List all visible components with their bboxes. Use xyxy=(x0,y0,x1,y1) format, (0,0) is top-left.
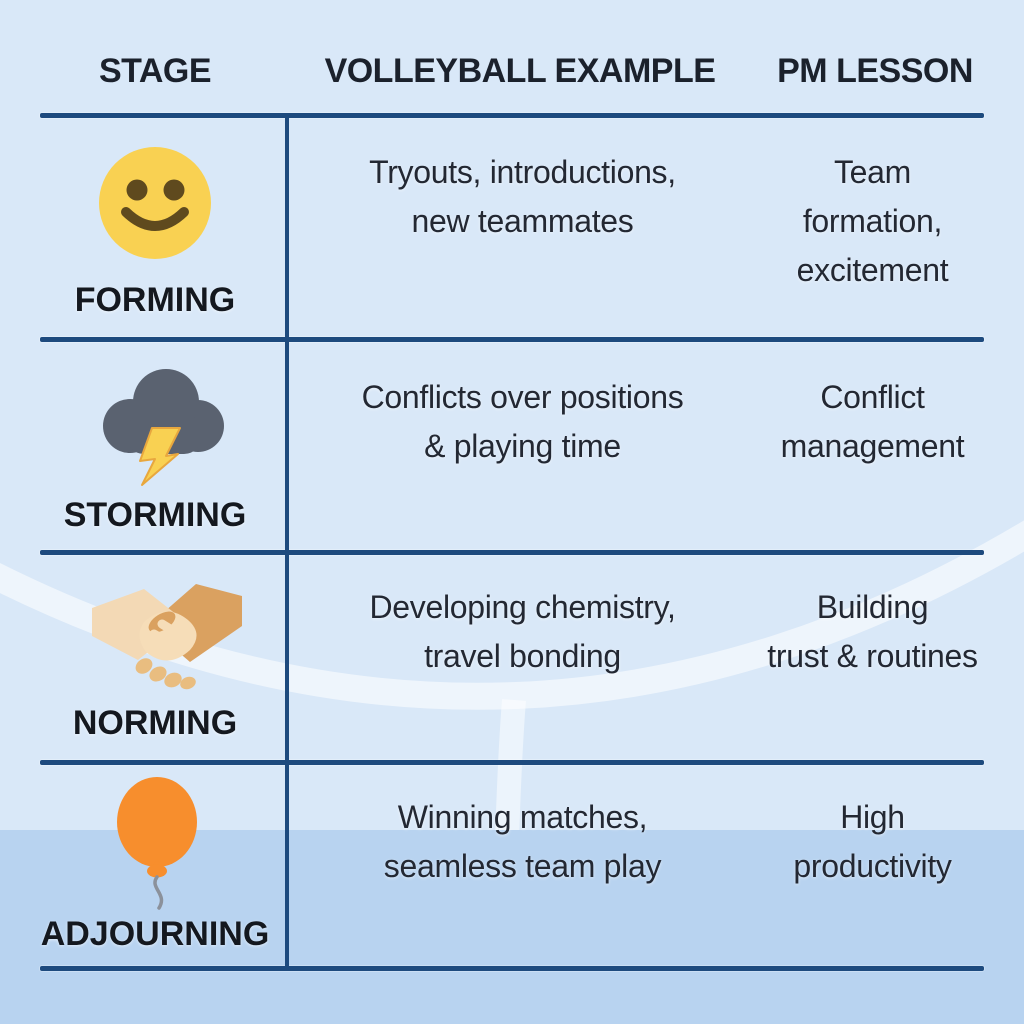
example-cell-forming: Tryouts, introductions, new teammates xyxy=(295,148,750,246)
lesson-line: Building xyxy=(816,589,929,625)
stage-label-norming: NORMING xyxy=(72,704,238,742)
balloon-icon xyxy=(117,777,197,910)
lesson-cell-norming: Building trust & routines xyxy=(735,583,1010,681)
example-line: Tryouts, introductions, xyxy=(369,154,676,190)
bottom-divider-line xyxy=(40,966,984,971)
lesson-line: management xyxy=(780,428,965,464)
lesson-line: Conflict xyxy=(820,379,925,415)
row-divider-line-2 xyxy=(40,550,984,555)
lesson-line: High xyxy=(840,799,905,835)
row-divider-line-3 xyxy=(40,760,984,765)
lesson-line: excitement xyxy=(796,252,949,288)
lesson-line: Team xyxy=(833,154,912,190)
example-cell-adjourning: Winning matches, seamless team play xyxy=(295,793,750,891)
example-line: & playing time xyxy=(424,428,621,464)
lesson-cell-storming: Conflict management xyxy=(735,373,1010,471)
example-line: travel bonding xyxy=(424,638,621,674)
lesson-line: productivity xyxy=(793,848,952,884)
lesson-cell-adjourning: High productivity xyxy=(735,793,1010,891)
example-cell-norming: Developing chemistry, travel bonding xyxy=(295,583,750,681)
column-divider-line xyxy=(285,115,289,968)
stage-label-storming: STORMING xyxy=(63,496,247,534)
example-line: Developing chemistry, xyxy=(369,589,676,625)
lesson-cell-forming: Team formation, excitement xyxy=(735,148,1010,295)
lesson-line: formation, xyxy=(802,203,943,239)
stage-label-forming: FORMING xyxy=(74,281,236,319)
stage-label-adjourning: ADJOURNING xyxy=(40,915,270,953)
column-header-stage: STAGE xyxy=(98,52,212,90)
handshake-icon xyxy=(92,584,242,690)
lesson-line: trust & routines xyxy=(767,638,978,674)
example-line: seamless team play xyxy=(383,848,662,884)
header-divider-line xyxy=(40,113,984,118)
column-header-pm-lesson: PM LESSON xyxy=(777,52,973,90)
storm-cloud-lightning-icon xyxy=(103,369,224,486)
example-line: Conflicts over positions xyxy=(361,379,684,415)
smiley-face-icon xyxy=(99,147,211,259)
example-line: Winning matches, xyxy=(397,799,648,835)
row-divider-line-1 xyxy=(40,337,984,342)
example-line: new teammates xyxy=(411,203,634,239)
example-cell-storming: Conflicts over positions & playing time xyxy=(295,373,750,471)
column-header-volleyball-example: VOLLEYBALL EXAMPLE xyxy=(324,52,716,90)
